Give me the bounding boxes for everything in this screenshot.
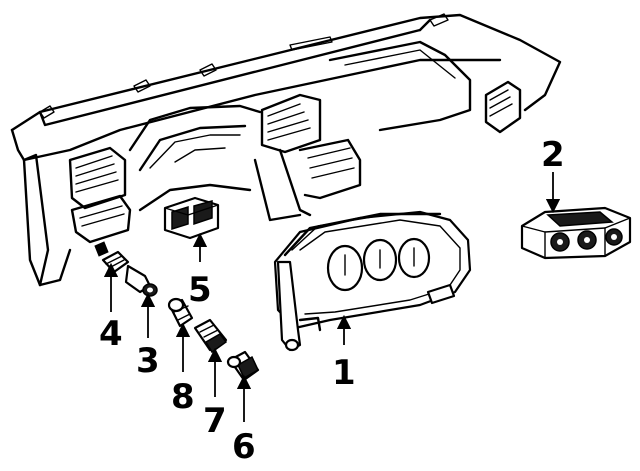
part-5-switch <box>163 196 220 240</box>
dashboard-panel <box>10 13 562 287</box>
part-4-socket <box>94 241 130 274</box>
callout-5: 5 <box>188 270 212 310</box>
part-2-climate-control <box>520 206 632 260</box>
part-8-bulb <box>167 297 194 328</box>
callout-3: 3 <box>136 341 160 381</box>
part-6-bulb <box>226 350 260 382</box>
part-7-socket <box>193 318 228 354</box>
part-3-bulb <box>124 264 158 297</box>
callout-2: 2 <box>541 135 565 175</box>
part-1-instrument-cluster <box>273 210 472 352</box>
callout-1: 1 <box>332 353 356 393</box>
callout-6: 6 <box>232 427 256 467</box>
callout-7: 7 <box>203 401 227 441</box>
callout-8: 8 <box>171 377 195 417</box>
callout-4: 4 <box>99 314 123 354</box>
